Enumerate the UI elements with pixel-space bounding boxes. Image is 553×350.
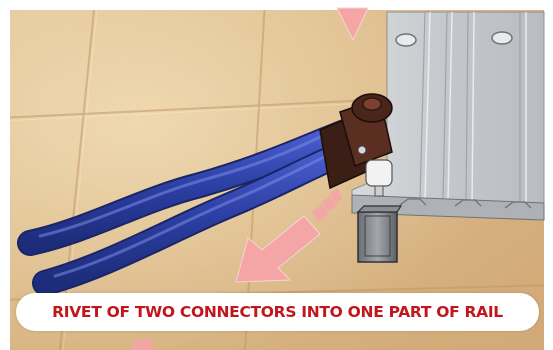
caption-banner: RIVET OF TWO CONNECTORS INTO ONE PART OF… bbox=[16, 293, 539, 331]
square-connector bbox=[358, 206, 401, 262]
left-border bbox=[0, 0, 10, 350]
caption-text: RIVET OF TWO CONNECTORS INTO ONE PART OF… bbox=[52, 303, 503, 321]
top-border bbox=[0, 0, 553, 10]
right-border bbox=[544, 0, 553, 350]
rail-hole bbox=[396, 34, 416, 46]
rail-hole bbox=[492, 32, 512, 44]
